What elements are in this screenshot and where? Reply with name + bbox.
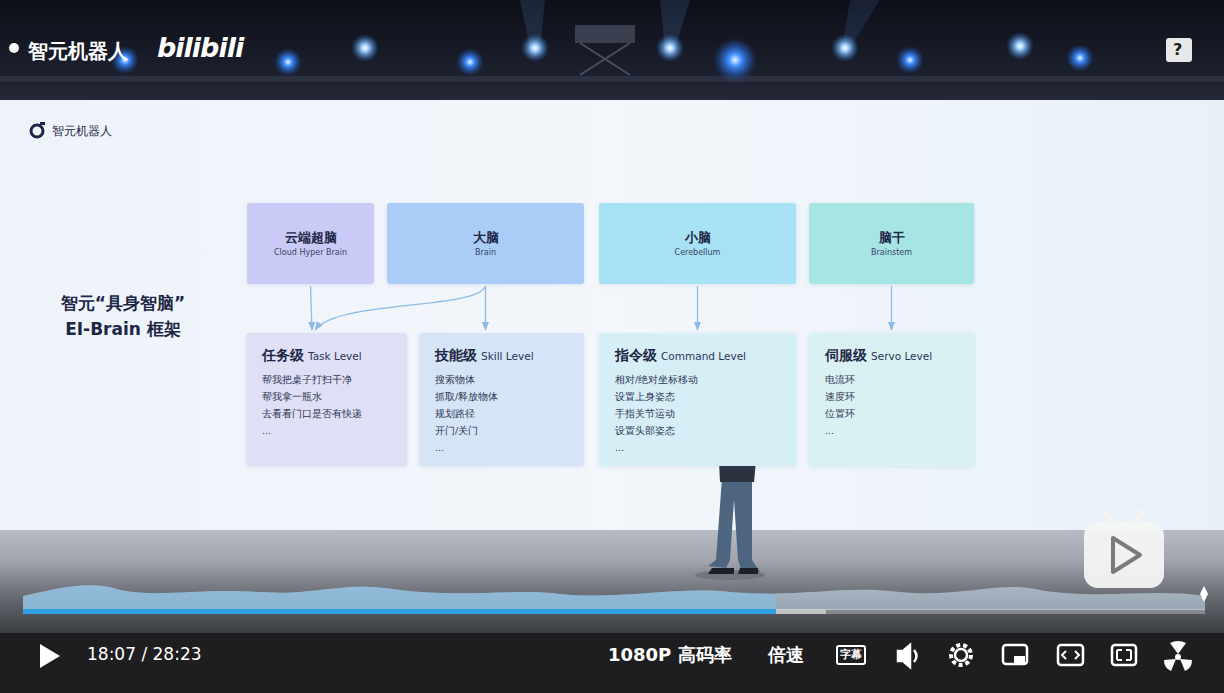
level-heading: 任务级 (262, 347, 304, 363)
level-header: 技能级 Skill Level (435, 345, 574, 365)
level-item: 相对/绝对坐标移动 (615, 371, 786, 388)
level-box: 指令级 Command Level 相对/绝对坐标移动设置上身姿态手指关节运动设置头… (599, 333, 796, 466)
brain-box: 大脑Brain (387, 203, 584, 284)
level-box: 伺服级 Servo Level 电流环速度环位置环... (809, 333, 974, 466)
level-item: 电流环 (825, 371, 964, 388)
quality-button: 1080P 高码率 (608, 643, 732, 667)
box-heading: 云端超脑 (285, 229, 337, 246)
level-english: Skill Level (481, 350, 534, 362)
brain-box: 脑干Brainstem (809, 203, 974, 284)
level-heading: 指令级 (615, 347, 657, 363)
hierarchy-arrow (311, 286, 313, 330)
level-item: 手指关节运动 (615, 405, 786, 422)
level-item: ... (262, 422, 397, 439)
level-item: 速度环 (825, 388, 964, 405)
level-item: 搜索物体 (435, 371, 574, 388)
brain-box: 云端超脑Cloud Hyper Brain (247, 203, 374, 284)
channel-watermark: 智元机器人 (28, 38, 128, 65)
level-item: 去看看门口是否有快递 (262, 405, 397, 422)
level-item: 开门/关门 (435, 422, 574, 439)
tv-icon (1084, 512, 1164, 588)
level-english: Task Level (308, 350, 362, 362)
level-item: 帮我把桌子打扫干净 (262, 371, 397, 388)
box-heading: 脑干 (879, 229, 905, 246)
level-heading: 技能级 (435, 347, 477, 363)
level-item: ... (615, 439, 786, 456)
box-heading: 大脑 (473, 229, 499, 246)
level-item: 设置头部姿态 (615, 422, 786, 439)
brain-box: 小脑Cerebellum (599, 203, 796, 284)
slide-title: 智元“具身智脑” EI-Brain 框架 (48, 290, 198, 342)
level-header: 伺服级 Servo Level (825, 345, 964, 365)
level-heading: 伺服级 (825, 347, 867, 363)
level-item: 帮我拿一瓶水 (262, 388, 397, 405)
level-item: 抓取/释放物体 (435, 388, 574, 405)
help-icon: ? (1173, 40, 1182, 59)
subtitle-button: 字幕 (836, 645, 866, 665)
level-item: 设置上身姿态 (615, 388, 786, 405)
level-english: Servo Level (871, 350, 932, 362)
hierarchy-arrow (315, 286, 485, 330)
box-subtitle: Brain (475, 247, 496, 258)
slide-logo: 智元机器人 (52, 123, 112, 140)
time-display: 18:07 / 28:23 (87, 644, 202, 664)
level-item: ... (435, 439, 574, 456)
box-subtitle: Brainstem (871, 247, 912, 258)
hierarchy-arrow (891, 286, 892, 330)
speed-button: 倍速 (768, 643, 804, 667)
box-subtitle: Cerebellum (675, 247, 721, 258)
site-watermark: bilibili (157, 32, 243, 63)
level-header: 指令级 Command Level (615, 345, 786, 365)
level-item: 位置环 (825, 405, 964, 422)
level-item: ... (825, 422, 964, 439)
level-item: 规划路径 (435, 405, 574, 422)
hierarchy-arrow (485, 286, 486, 330)
hierarchy-arrow (697, 286, 698, 330)
box-heading: 小脑 (685, 229, 711, 246)
level-box: 技能级 Skill Level 搜索物体抓取/释放物体规划路径开门/关门... (419, 333, 584, 466)
level-box: 任务级 Task Level 帮我把桌子打扫干净帮我拿一瓶水去看看门口是否有快递..… (246, 333, 407, 466)
level-english: Command Level (661, 350, 746, 362)
level-header: 任务级 Task Level (262, 345, 397, 365)
box-subtitle: Cloud Hyper Brain (274, 247, 347, 258)
